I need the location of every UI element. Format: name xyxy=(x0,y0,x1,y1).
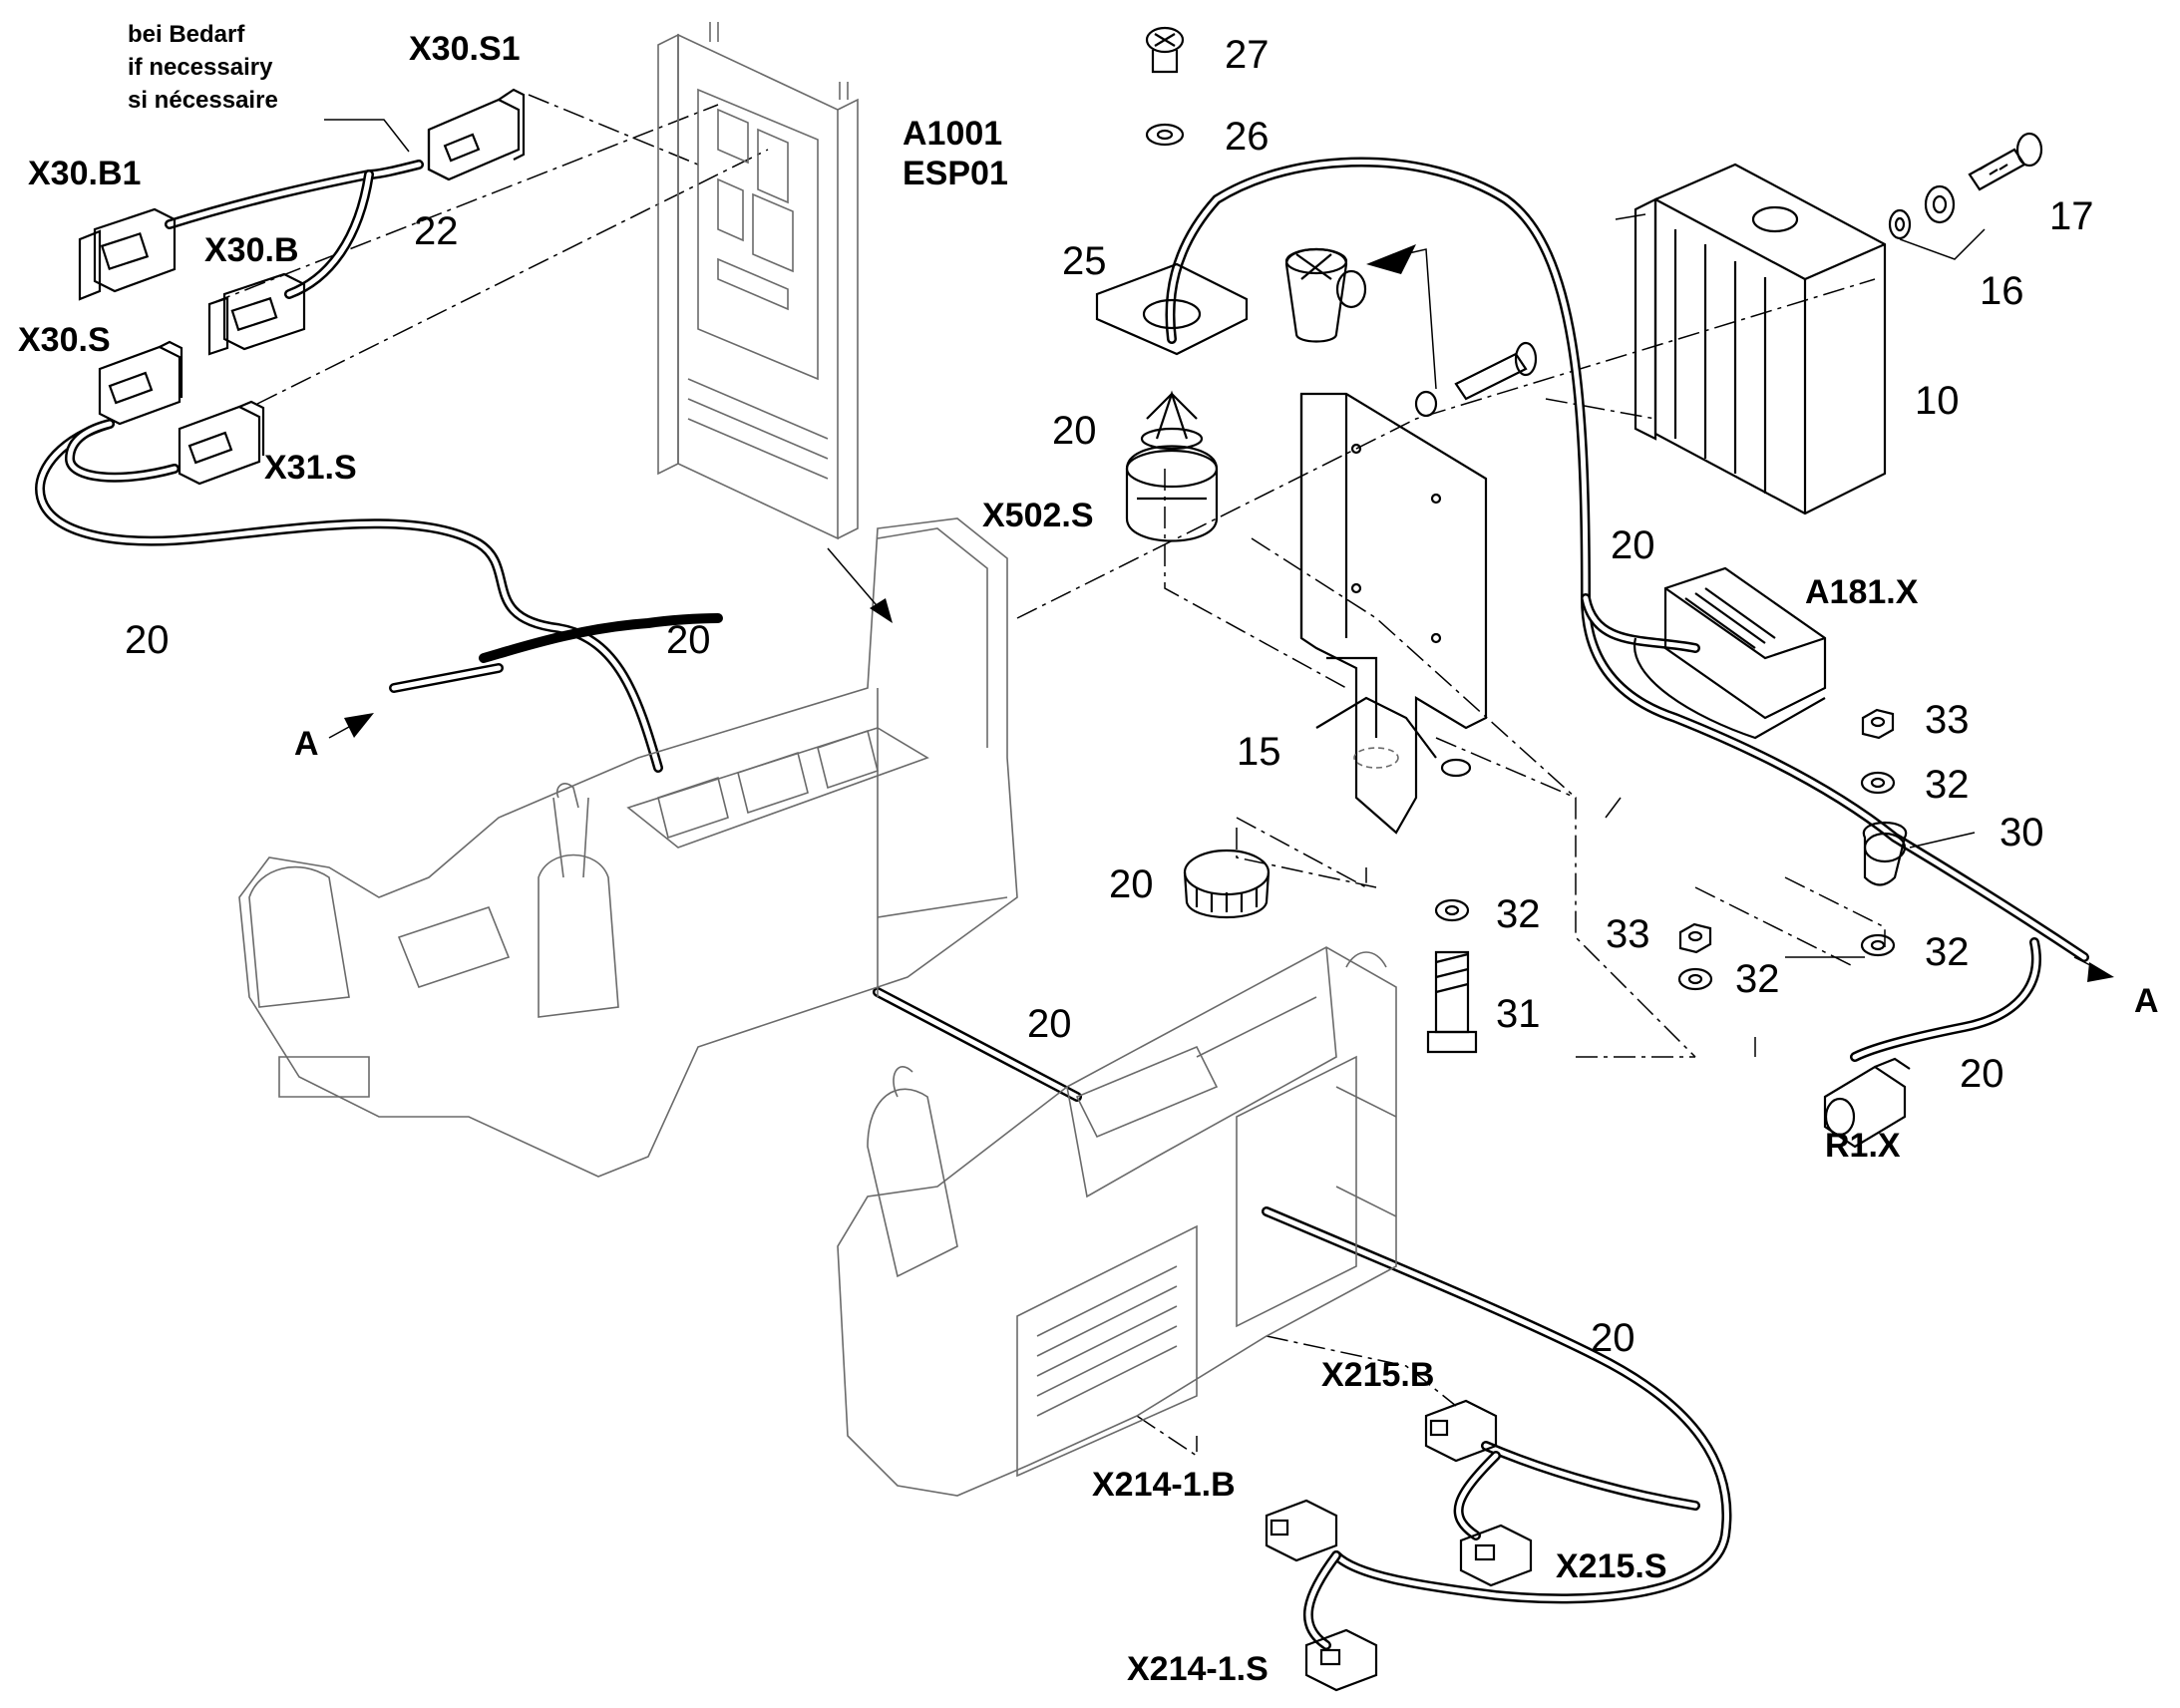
part-numbers: 27 26 25 20 17 16 10 20 22 20 20 15 20 3… xyxy=(125,33,2094,1360)
part-32-top: 32 xyxy=(1925,763,1970,807)
part-32-right: 32 xyxy=(1925,930,1970,974)
part-20-center: 20 xyxy=(1027,1002,1072,1046)
label-x30-s1: X30.S1 xyxy=(409,30,521,68)
control-module-icon xyxy=(1634,163,1887,515)
d-sub-connector-icon xyxy=(78,207,177,301)
round-connector-icon xyxy=(1125,390,1219,542)
part-20-left-b: 20 xyxy=(666,618,711,662)
part-30: 30 xyxy=(1999,811,2044,854)
washer-icon xyxy=(1860,933,1896,957)
nut-icon xyxy=(1861,708,1895,740)
part-20-connector: 20 xyxy=(1052,409,1097,453)
reference-marks: A A xyxy=(294,725,2159,1020)
screw-icon xyxy=(1426,950,1478,1054)
plug-icon xyxy=(1823,1057,1911,1149)
plug-icon xyxy=(1459,1524,1533,1587)
part-33-mid: 33 xyxy=(1606,912,1650,956)
note-text: bei Bedarf if necessairy si nécessaire xyxy=(128,21,278,114)
plug-icon xyxy=(1265,1499,1338,1562)
label-x215-b: X215.B xyxy=(1321,1356,1434,1394)
arrowhead xyxy=(328,547,2114,982)
label-a181-x: A181.X xyxy=(1805,573,1919,611)
leader-lines xyxy=(324,119,1986,958)
plug-icon xyxy=(1424,1399,1498,1463)
screw-icon xyxy=(1145,26,1185,74)
part-33-top: 33 xyxy=(1925,698,1970,742)
note-line-2: if necessairy xyxy=(128,54,273,81)
ref-a-left: A xyxy=(294,725,319,763)
part-10: 10 xyxy=(1915,379,1960,423)
label-x31-s: X31.S xyxy=(264,449,357,487)
part-27: 27 xyxy=(1225,33,1270,77)
bracket-icon xyxy=(1299,392,1488,835)
dust-cap-icon xyxy=(1095,262,1249,356)
part-32-mid: 32 xyxy=(1496,892,1541,936)
washer-icon xyxy=(1434,898,1470,922)
part-31: 31 xyxy=(1496,992,1541,1036)
plug-icon xyxy=(1633,566,1827,740)
label-x502-s: X502.S xyxy=(982,497,1094,534)
washer-icon xyxy=(1888,184,1956,240)
washer-icon xyxy=(1145,123,1185,147)
part-20-left-a: 20 xyxy=(125,618,170,662)
label-x30-b1: X30.B1 xyxy=(28,155,141,192)
part-20-ring: 20 xyxy=(1109,862,1154,906)
part-25: 25 xyxy=(1062,239,1107,283)
screw-icon xyxy=(1968,132,2043,191)
d-sub-connector-icon xyxy=(98,340,183,426)
note-line-1: bei Bedarf xyxy=(128,21,245,48)
d-sub-connector-icon xyxy=(178,400,265,486)
screw-icon xyxy=(1414,341,1538,418)
plug-icon xyxy=(1304,1628,1378,1692)
ring-nut-icon xyxy=(1183,849,1271,918)
nut-icon xyxy=(1678,922,1712,954)
assembly-lines xyxy=(208,94,1886,1458)
part-20-r1: 20 xyxy=(1960,1052,2004,1096)
part-26: 26 xyxy=(1225,115,1270,159)
label-x30-s: X30.S xyxy=(18,321,111,359)
d-sub-connector-icon xyxy=(207,272,306,356)
part-20-a181: 20 xyxy=(1611,523,1655,567)
control-module-icon xyxy=(657,22,859,540)
label-esp01: ESP01 xyxy=(903,155,1008,192)
label-a1001: A1001 xyxy=(903,115,1002,153)
label-x214-1-s: X214-1.S xyxy=(1127,1650,1269,1688)
washer-icon xyxy=(1860,771,1896,795)
part-16: 16 xyxy=(1980,269,2024,313)
part-22: 22 xyxy=(414,209,459,253)
part-17: 17 xyxy=(2049,194,2094,238)
arrowhead xyxy=(1366,244,1437,390)
ref-a-right: A xyxy=(2134,982,2159,1020)
cable-clamp-icon xyxy=(1862,822,1908,886)
part-20-bottom: 20 xyxy=(1591,1316,1635,1360)
label-r1-x: R1.X xyxy=(1825,1127,1901,1165)
operator-console-icon xyxy=(837,946,1397,1497)
cable-harness xyxy=(34,157,2089,1650)
part-32-low: 32 xyxy=(1735,957,1780,1001)
label-x214-1-b: X214-1.B xyxy=(1092,1466,1236,1504)
label-x215-s: X215.S xyxy=(1556,1547,1667,1585)
d-sub-connector-icon xyxy=(427,88,526,181)
connector-labels: X30.S1 X30.B1 X30.B X30.S X31.S A1001 ES… xyxy=(18,30,1919,1688)
washer-icon xyxy=(1677,967,1713,991)
part-15: 15 xyxy=(1237,730,1281,774)
operator-console-icon xyxy=(238,517,1018,1178)
plug-icon xyxy=(1284,247,1367,343)
label-x30-b: X30.B xyxy=(204,231,299,269)
note-line-3: si nécessaire xyxy=(128,87,278,114)
